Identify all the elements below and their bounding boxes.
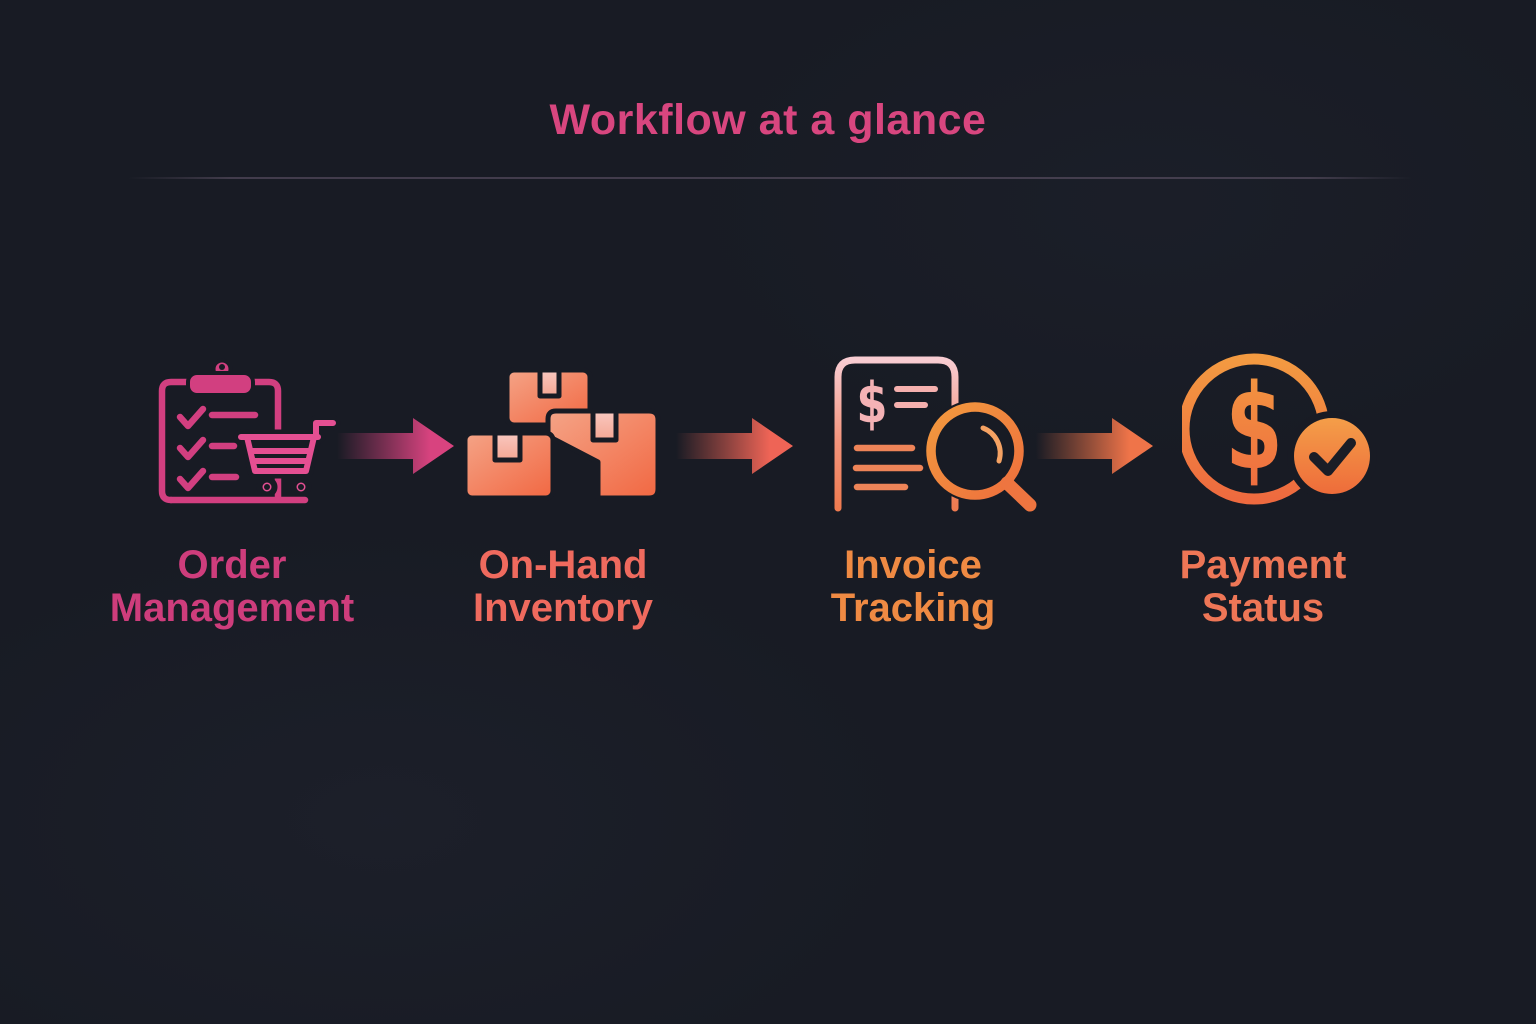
flow-arrow-right-icon: [1036, 412, 1156, 480]
workflow-step-payment-status: $ Payment Status: [1133, 345, 1393, 645]
workflow-step-invoice-tracking: $: [783, 345, 1043, 645]
svg-text:$: $: [1225, 359, 1282, 497]
workflow-step-order-management: Order Management: [102, 345, 362, 645]
label-line: Invoice: [844, 543, 982, 587]
step-label-payment-status: Payment Status: [1133, 543, 1393, 631]
flow-arrow-right-icon: [337, 412, 457, 480]
label-line: Status: [1201, 586, 1325, 631]
label-line: On-Hand: [478, 543, 648, 587]
workflow-step-on-hand-inventory: On-Hand Inventory: [433, 345, 693, 645]
stacked-boxes-icon: [450, 362, 680, 517]
label-line: Payment: [1179, 543, 1347, 587]
dollar-coin-check-icon: $: [1178, 344, 1382, 519]
step-label-on-hand-inventory: On-Hand Inventory: [433, 543, 693, 631]
label-line: Management: [109, 586, 355, 631]
step-label-order-management: Order Management: [102, 543, 362, 631]
invoice-magnifier-icon: $: [808, 350, 1038, 520]
label-line: Inventory: [472, 586, 654, 631]
label-line: Order: [177, 543, 287, 587]
clipboard-checklist-cart-icon: [155, 350, 355, 520]
step-label-invoice-tracking: Invoice Tracking: [783, 543, 1043, 631]
svg-text:$: $: [856, 370, 887, 435]
page-title: Workflow at a glance: [549, 96, 987, 144]
label-line: Tracking: [830, 586, 996, 631]
title-divider: [128, 177, 1412, 179]
flow-arrow-right-icon: [676, 412, 796, 480]
